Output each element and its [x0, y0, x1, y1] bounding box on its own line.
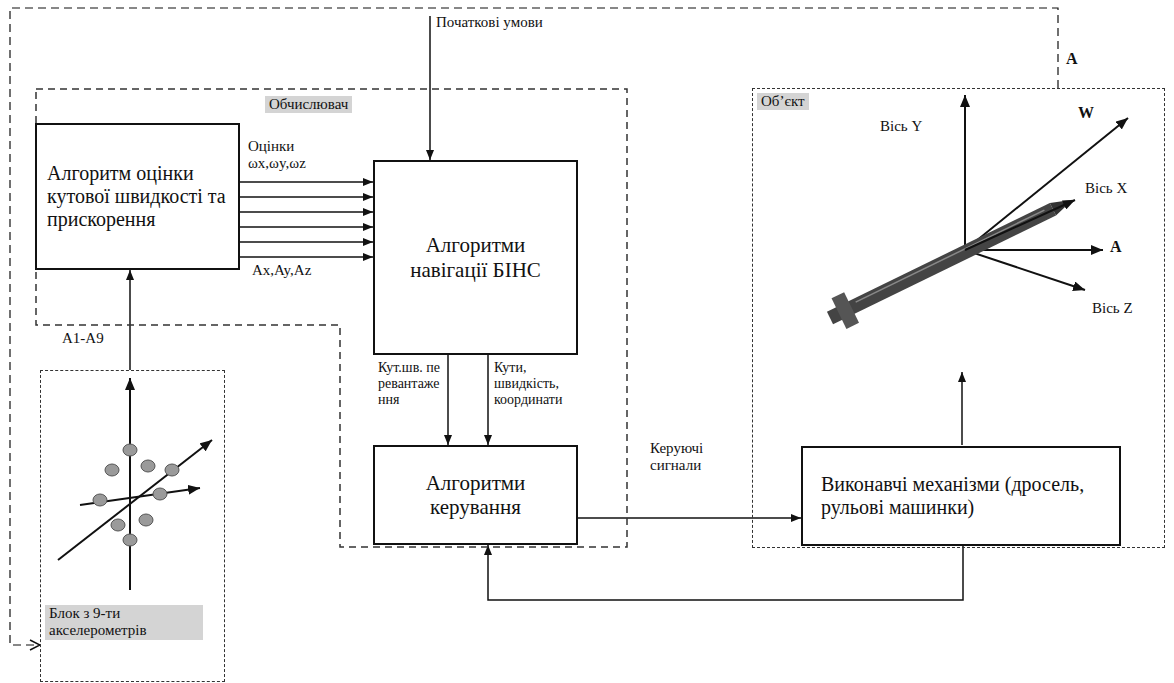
signal-label: Ax,Ay,Az: [252, 262, 311, 279]
actuator-box: Виконавчі механізми (дросель, рульові ма…: [801, 446, 1121, 546]
feedback-connector: [10, 8, 1058, 645]
object-region: Об’єктВиконавчі механізми (дросель, руль…: [752, 88, 1165, 548]
connector: [129, 270, 131, 370]
object-axis-x: [965, 200, 1075, 250]
signal-label: A1-A9: [62, 330, 104, 347]
region-heading: Блок з 9-ти акселерометрів: [45, 605, 203, 640]
initial-conditions-arrow: [429, 16, 431, 160]
axis-label: Вісь Y: [880, 118, 922, 135]
connector: [240, 181, 373, 183]
region-outline-path: [36, 89, 627, 547]
connector: [240, 256, 373, 258]
region-heading: Обчислювач: [265, 96, 352, 113]
sensor-block: Блок з 9-ти акселерометрів: [40, 370, 225, 682]
region-heading: Об’єкт: [757, 93, 809, 110]
box-text: Алгоритм оцінки кутової швидкості та при…: [37, 162, 238, 231]
signal-label: Кути, швидкість, координати: [494, 360, 576, 408]
connector: [487, 355, 489, 445]
process-box: Алгоритми навігації БІНС: [373, 160, 578, 355]
box-text: Алгоритми керування: [375, 471, 576, 519]
actuator-to-rocket-arrow: [961, 372, 963, 445]
accelerometer-sensors: [93, 444, 179, 546]
input-label: Початкові умови: [436, 14, 543, 31]
accelerometer-axes: [58, 378, 212, 590]
signal-label: Кут.шв. перевантаження: [378, 360, 444, 408]
axis-label: Вісь X: [1085, 180, 1127, 197]
axis-label: Вісь Z: [1092, 300, 1133, 317]
connector: [240, 241, 373, 243]
connector: [240, 196, 373, 198]
rocket: [823, 184, 1081, 333]
connector: [488, 545, 963, 600]
object-axes: [965, 95, 1128, 290]
box-text: Алгоритми навігації БІНС: [375, 233, 576, 281]
vector-label: A: [1110, 238, 1122, 256]
connector: [578, 517, 801, 519]
process-box: Алгоритм оцінки кутової швидкості та при…: [35, 123, 240, 270]
signal-label: Керуючі сигнали: [650, 440, 730, 475]
connector: [240, 211, 373, 213]
connector-label: A: [1066, 50, 1078, 68]
box-text: Виконавчі механізми (дросель, рульові ма…: [803, 473, 1119, 519]
connector: [447, 355, 449, 445]
vector-label: W: [1078, 104, 1094, 122]
signal-label: Оцінки ωx,ωy,ωz: [248, 138, 348, 173]
process-box: Алгоритми керування: [373, 445, 578, 545]
connector: [240, 226, 373, 228]
